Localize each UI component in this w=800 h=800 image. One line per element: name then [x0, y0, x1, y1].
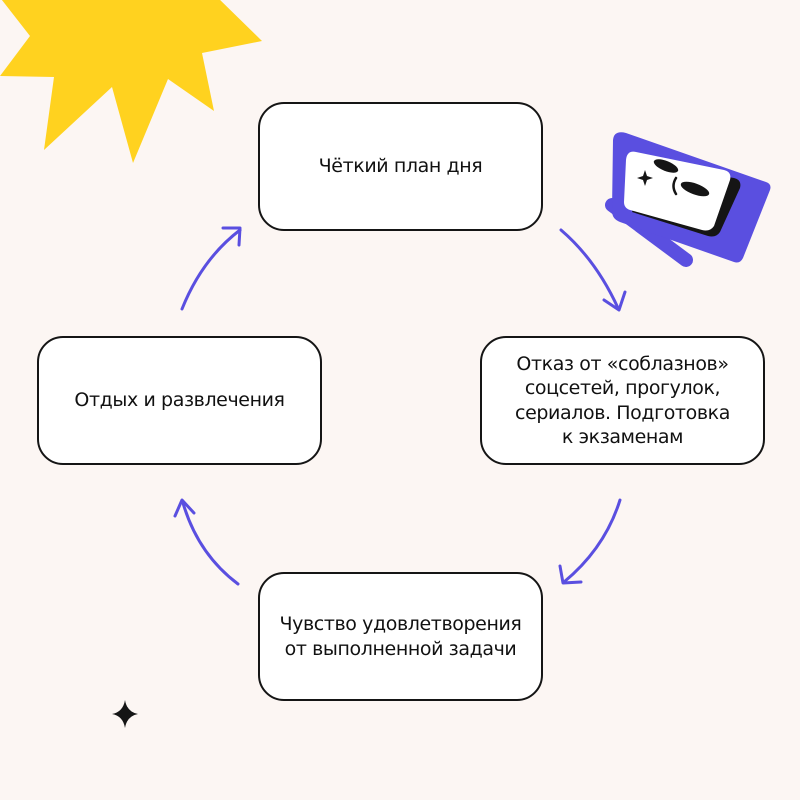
sun-icon — [0, 0, 262, 163]
cycle-step-satisfaction: Чувство удовлетворения от выполненной за… — [258, 572, 543, 701]
cycle-step-rest: Отдых и развлечения — [37, 336, 322, 465]
sparkle-icon — [112, 700, 138, 728]
mascot-icon — [605, 132, 771, 267]
cycle-step-plan-label: Чёткий план дня — [318, 155, 483, 178]
cycle-step-rest-label: Отдых и развлечения — [74, 389, 285, 412]
cycle-step-refusal-label: Отказ от «соблазнов» соцсетей, прогулок,… — [515, 352, 730, 448]
arrow-top-to-right — [559, 228, 627, 312]
cycle-step-plan: Чёткий план дня — [258, 102, 543, 231]
cycle-step-refusal: Отказ от «соблазнов» соцсетей, прогулок,… — [480, 336, 765, 465]
arrow-right-to-bottom — [558, 498, 622, 585]
arrow-left-to-top — [180, 226, 242, 311]
arrow-bottom-to-left — [173, 498, 240, 586]
cycle-step-satisfaction-label: Чувство удовлетворения от выполненной за… — [279, 613, 522, 660]
